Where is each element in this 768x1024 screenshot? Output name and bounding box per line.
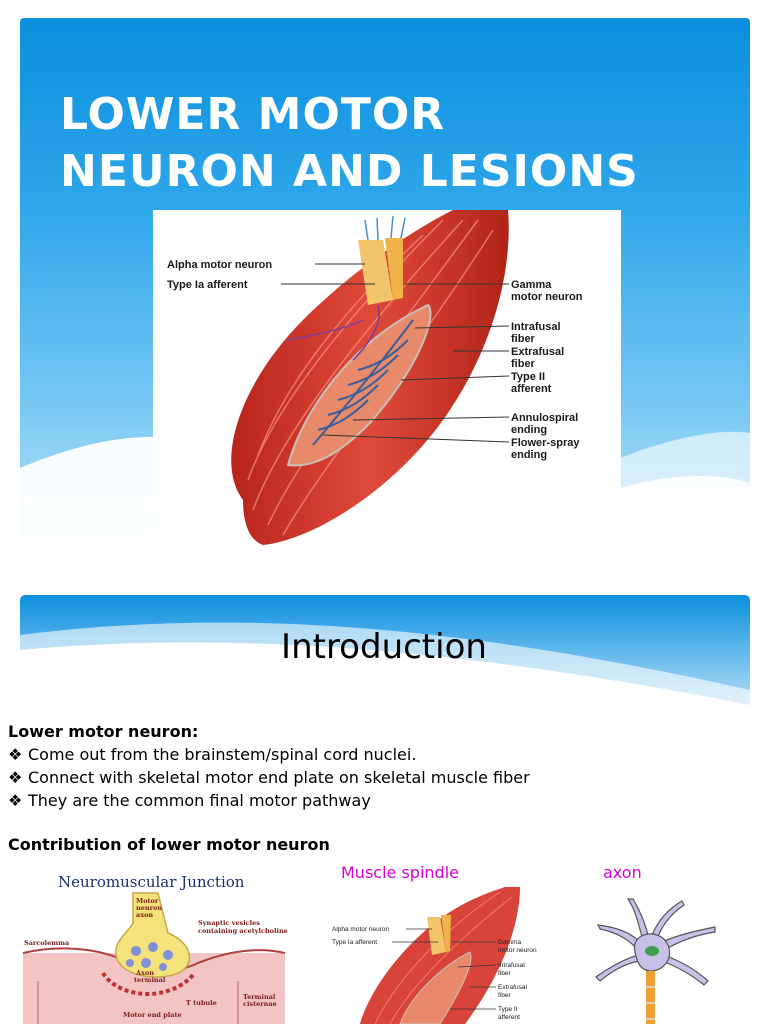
small-label-extrafusal: Extrafusal [498, 984, 527, 991]
nmj-label-motor: Motor [136, 897, 159, 905]
nmj-label-sarcolemma: Sarcolemma [24, 939, 70, 947]
small-label-motor-neuron: motor neuron [498, 947, 537, 954]
nmj-illustration: Motor neuron axon Synaptic vesicles cont… [22, 892, 288, 1024]
body-text: Lower motor neuron: ❖ Come out from the b… [8, 720, 748, 812]
bullet-text: Come out from the brainstem/spinal cord … [28, 745, 417, 764]
label-annulospiral-ending: ending [511, 424, 547, 436]
small-label-gamma: Gamma [498, 939, 522, 946]
nmj-label-acetylcholine: containing acetylcholine [198, 927, 288, 935]
label-gamma: Gamma [511, 279, 552, 291]
small-label-type-ia: Type Ia afferent [332, 939, 377, 946]
muscle-spindle-small-figure: Alpha motor neuron Type Ia afferent Gamm… [330, 887, 552, 1024]
label-type-ia-afferent: Type Ia afferent [167, 279, 248, 291]
label-motor-neuron: motor neuron [511, 291, 583, 303]
list-item: ❖ They are the common final motor pathway [8, 789, 748, 812]
nmj-label-axon: axon [136, 911, 153, 919]
axon-caption: axon [603, 863, 642, 882]
nmj-title: Neuromuscular Junction [58, 873, 245, 891]
muscle-spindle-caption: Muscle spindle [341, 863, 459, 882]
introduction-slide: Introduction Lower motor neuron: ❖ Come o… [0, 595, 768, 1024]
label-flower-spray: Flower-spray [511, 437, 580, 449]
wave-decoration [20, 431, 750, 553]
nmj-label-neuron: neuron [136, 904, 162, 912]
nmj-label-axon-terminal: Axon [135, 969, 154, 977]
section-title: Introduction [281, 627, 487, 667]
small-label-type-ii-afferent: afferent [498, 1014, 520, 1021]
nmj-label-synaptic-vesicles: Synaptic vesicles [198, 919, 260, 927]
label-annulospiral: Annulospiral [511, 412, 578, 424]
diamond-bullet-icon: ❖ [8, 791, 23, 810]
bullet-text: Connect with skeletal motor end plate on… [28, 768, 530, 787]
label-intrafusal: Intrafusal [511, 321, 561, 333]
nmj-label-terminal-cisternae-2: cisternae [243, 1000, 277, 1008]
nmj-label-motor-end-plate: Motor end plate [123, 1011, 182, 1019]
muscle-spindle-figure: Alpha motor neuron Type Ia afferent Gamm… [153, 210, 621, 553]
nmj-label-terminal-cisternae-1: Terminal [243, 993, 276, 1001]
small-label-alpha: Alpha motor neuron [332, 926, 389, 933]
lmn-heading: Lower motor neuron: [8, 722, 199, 741]
label-type-ii: Type II [511, 371, 545, 383]
small-label-intrafusal-fiber: fiber [498, 970, 511, 977]
title-line-1: LOWER MOTOR [60, 89, 446, 140]
slide-title: LOWER MOTOR NEURON AND LESIONS [60, 86, 720, 200]
label-intrafusal-fiber: fiber [511, 333, 536, 345]
nmj-label-t-tubule: T tubule [186, 999, 217, 1007]
list-item: ❖ Come out from the brainstem/spinal cord… [8, 743, 748, 766]
label-flower-spray-ending: ending [511, 449, 547, 461]
diamond-bullet-icon: ❖ [8, 768, 23, 787]
label-type-ii-afferent: afferent [511, 383, 552, 395]
title-slide: LOWER MOTOR NEURON AND LESIONS [20, 18, 750, 553]
label-extrafusal-fiber: fiber [511, 358, 536, 370]
title-line-2: NEURON AND LESIONS [60, 146, 639, 197]
neuron-figure [595, 898, 716, 1024]
list-item: ❖ Connect with skeletal motor end plate o… [8, 766, 748, 789]
bullet-text: They are the common final motor pathway [28, 791, 371, 810]
diamond-bullet-icon: ❖ [8, 745, 23, 764]
small-label-extrafusal-fiber: fiber [498, 992, 511, 999]
nmj-label-terminal: terminal [134, 976, 166, 984]
label-alpha-motor-neuron: Alpha motor neuron [167, 259, 272, 271]
header-banner [20, 595, 750, 713]
label-extrafusal: Extrafusal [511, 346, 564, 358]
neuromuscular-junction-figure: Neuromuscular Junction Motor neuron axon… [8, 863, 293, 1024]
contribution-heading: Contribution of lower motor neuron [8, 835, 330, 854]
small-label-intrafusal: Intrafusal [498, 962, 525, 969]
small-label-type-ii: Type II [498, 1006, 518, 1013]
